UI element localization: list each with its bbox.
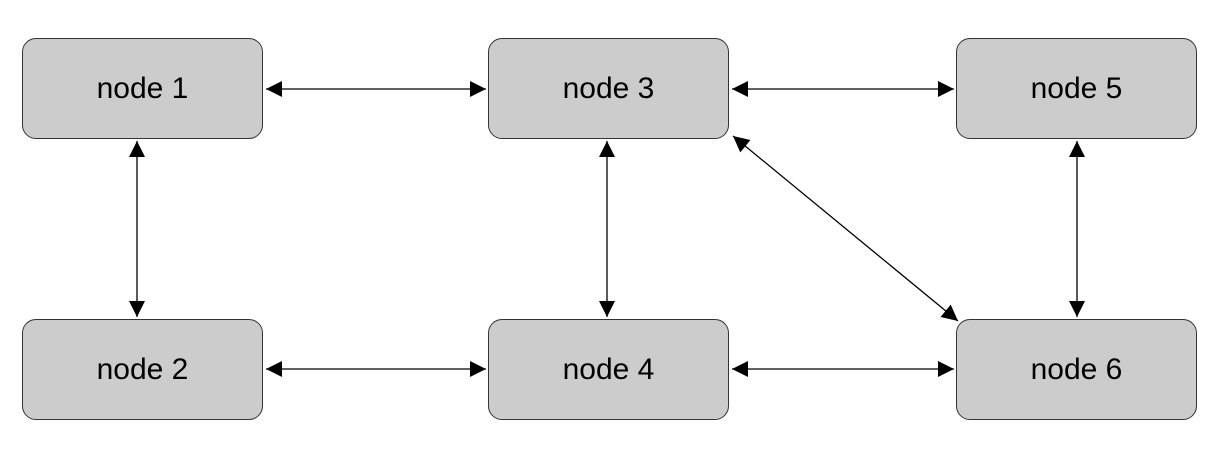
- node-4[interactable]: node 4: [488, 319, 729, 420]
- node-3-label: node 3: [562, 71, 655, 105]
- node-5[interactable]: node 5: [956, 38, 1197, 139]
- node-1-label: node 1: [96, 71, 189, 105]
- node-1[interactable]: node 1: [22, 38, 263, 139]
- node-3[interactable]: node 3: [488, 38, 729, 139]
- node-6-label: node 6: [1030, 352, 1123, 386]
- node-2[interactable]: node 2: [22, 319, 263, 420]
- node-4-label: node 4: [562, 352, 655, 386]
- node-5-label: node 5: [1030, 71, 1123, 105]
- node-2-label: node 2: [96, 352, 189, 386]
- edge-node3-node6: [732, 135, 959, 322]
- node-6[interactable]: node 6: [956, 319, 1197, 420]
